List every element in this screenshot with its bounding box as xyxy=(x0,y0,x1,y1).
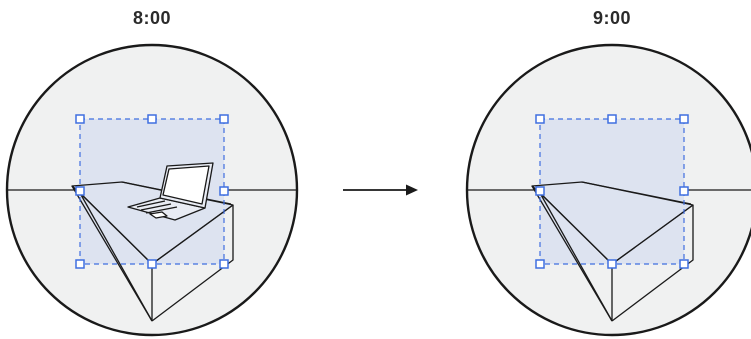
time-label-before: 8:00 xyxy=(132,8,172,28)
handle-top-left[interactable] xyxy=(75,114,85,124)
handle-top-left[interactable] xyxy=(535,114,545,124)
handle-bottom-left[interactable] xyxy=(535,259,545,269)
selection-handles[interactable] xyxy=(535,114,689,269)
handle-bottom-middle[interactable] xyxy=(607,259,617,269)
handle-bottom-right[interactable] xyxy=(219,259,229,269)
viewport-outline xyxy=(5,43,299,337)
handle-top-middle[interactable] xyxy=(147,114,157,124)
handle-bottom-left[interactable] xyxy=(75,259,85,269)
laptop-icon xyxy=(127,162,214,221)
selection-handles[interactable] xyxy=(75,114,229,269)
time-label-after: 9:00 xyxy=(592,8,632,28)
viewport-before xyxy=(5,43,299,337)
viewport-outline xyxy=(465,43,751,337)
handle-bottom-middle[interactable] xyxy=(147,259,157,269)
arrow-right-icon xyxy=(343,184,418,196)
handle-top-right[interactable] xyxy=(219,114,229,124)
handle-top-right[interactable] xyxy=(679,114,689,124)
handle-middle-left[interactable] xyxy=(75,186,85,196)
handle-middle-right[interactable] xyxy=(679,186,689,196)
viewport-after xyxy=(465,43,751,337)
handle-top-middle[interactable] xyxy=(607,114,617,124)
handle-bottom-right[interactable] xyxy=(679,259,689,269)
handle-middle-right[interactable] xyxy=(219,186,229,196)
handle-middle-left[interactable] xyxy=(535,186,545,196)
